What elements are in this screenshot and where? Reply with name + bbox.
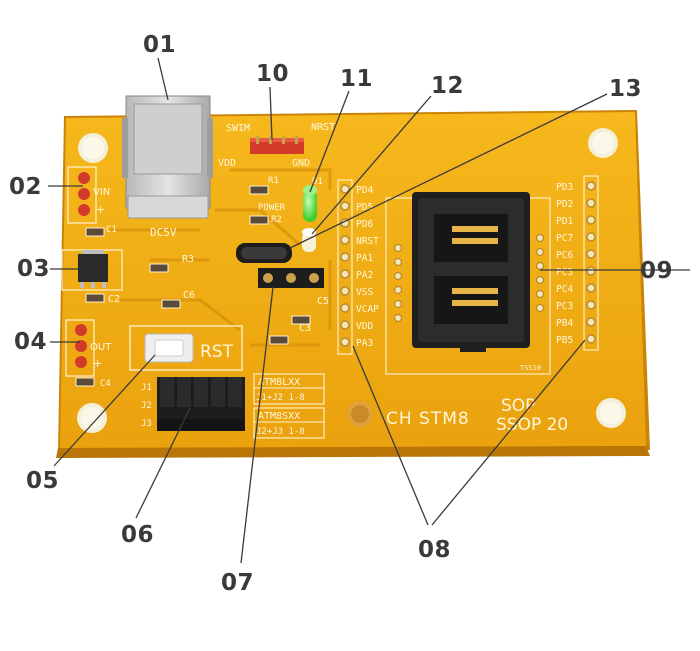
callout-02: 02 — [9, 174, 43, 200]
out-plus-label: + — [93, 357, 102, 370]
callout-11: 11 — [340, 66, 374, 92]
out-label: OUT — [90, 342, 112, 353]
usb-connector — [122, 95, 213, 219]
pin-label: PD6 — [356, 219, 373, 230]
pin-label: PB5 — [556, 335, 573, 346]
vin-plus-label: + — [96, 203, 105, 216]
three-pin-header — [258, 268, 324, 288]
pin-label: PD3 — [556, 182, 573, 193]
r2-label: R2 — [271, 215, 282, 225]
pin-label: PD5 — [356, 202, 373, 213]
package-ssop: SSOP 20 — [496, 415, 568, 435]
pin-label: NRST — [356, 236, 379, 247]
vdd-label: VDD — [218, 158, 236, 169]
c6-label: C6 — [183, 290, 195, 301]
out-header — [65, 319, 95, 377]
power-led — [303, 185, 317, 222]
sop-socket — [412, 192, 530, 352]
callout-06: 06 — [121, 522, 155, 548]
r1-label: R1 — [268, 176, 279, 186]
callout-leaders — [48, 57, 690, 564]
model-box-1-sub: J1+J2 1-8 — [256, 393, 305, 403]
reset-button — [129, 325, 243, 371]
callout-09: 09 — [640, 258, 674, 284]
socket-side-pads — [393, 233, 545, 323]
pin-label: PD1 — [556, 216, 573, 227]
gnd-label: GND — [292, 158, 310, 169]
usb-label: DC5V — [150, 226, 177, 239]
crystal — [236, 243, 292, 263]
pin-label: VSS — [356, 287, 373, 298]
c5-label: C5 — [317, 296, 329, 307]
reset-label: RST — [200, 342, 234, 362]
pin-label: PC7 — [556, 233, 573, 244]
c3-label: C3 — [299, 323, 311, 334]
pin-label: PC6 — [556, 250, 573, 261]
vin-label: VIN — [93, 187, 110, 198]
callout-10: 10 — [256, 61, 290, 87]
mounting-holes — [77, 128, 626, 433]
callout-07: 07 — [221, 570, 255, 596]
swim-label: SWIM — [226, 123, 250, 134]
pin-label: PA1 — [356, 253, 373, 264]
j2-label: J2 — [141, 401, 152, 411]
pin-label: PC3 — [556, 301, 573, 312]
j3-label: J3 — [141, 419, 152, 429]
pin-label: PC4 — [556, 284, 573, 295]
pin-label: PA3 — [356, 338, 373, 349]
jumper-block — [157, 377, 245, 431]
power-label: POWER — [258, 203, 286, 213]
pin-label: PD2 — [556, 199, 573, 210]
c4-label: C4 — [100, 379, 111, 389]
socket-mark: TSS10 — [520, 364, 541, 372]
callout-04: 04 — [14, 329, 48, 355]
pcb-traces — [110, 168, 332, 347]
left-pin-header — [337, 179, 353, 355]
pin-label: VCAP — [356, 304, 379, 315]
chip-name: CH STM8 — [386, 409, 470, 429]
left-pin-labels: PD4 PD5 PD6 NRST PA1 PA2 VSS VCAP VDD PA… — [356, 185, 379, 349]
smd-passives — [75, 185, 311, 387]
callout-12: 12 — [431, 73, 465, 99]
model-box-2-title: ATM8SXX — [258, 411, 300, 422]
model-box-1-title: ATM8LXX — [258, 377, 300, 388]
r3-label: R3 — [182, 254, 194, 265]
swim-header — [250, 136, 304, 154]
c2-label: C2 — [108, 294, 120, 305]
right-pin-labels: PD3 PD2 PD1 PC7 PC6 PC5 PC4 PC3 PB4 PB5 — [556, 182, 573, 346]
pin-label: VDD — [356, 321, 373, 332]
d1-label: D1 — [312, 177, 323, 187]
callout-05: 05 — [26, 468, 60, 494]
model-box-2-sub: J2+J3 1-8 — [256, 427, 305, 437]
pin-label: PD4 — [356, 185, 373, 196]
j1-label: J1 — [141, 383, 152, 393]
nrst-label: NRST — [311, 122, 335, 133]
model-box-2 — [253, 407, 325, 439]
c1-label: C1 — [106, 225, 117, 235]
vin-header — [67, 166, 97, 224]
callout-03: 03 — [17, 256, 51, 282]
callout-08: 08 — [418, 537, 452, 563]
callout-01: 01 — [143, 32, 177, 58]
pin-label: PA2 — [356, 270, 373, 281]
model-box-1 — [253, 373, 325, 405]
pin-label: PB4 — [556, 318, 573, 329]
right-pin-header — [583, 175, 599, 351]
callout-13: 13 — [609, 76, 643, 102]
voltage-regulator — [61, 249, 123, 291]
pin-label: PC5 — [556, 267, 573, 278]
